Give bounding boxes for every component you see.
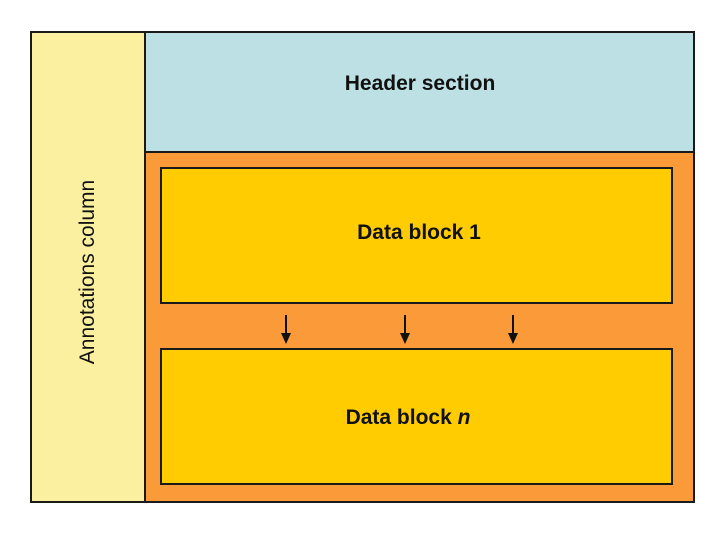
data-block-n-label: Data block n xyxy=(346,406,471,430)
header-section xyxy=(144,31,695,153)
down-arrow-icon xyxy=(400,315,410,344)
down-arrow-icon xyxy=(508,315,518,344)
data-block-1-label: Data block 1 xyxy=(357,221,481,244)
data-block-n-variable: n xyxy=(457,406,471,429)
header-section-label: Header section xyxy=(344,72,496,95)
data-block-n xyxy=(160,348,673,485)
data-block-n-prefix: Data block xyxy=(345,406,458,429)
annotations-column xyxy=(30,31,146,503)
data-block-1 xyxy=(160,167,673,304)
down-arrow-icon xyxy=(281,315,291,344)
